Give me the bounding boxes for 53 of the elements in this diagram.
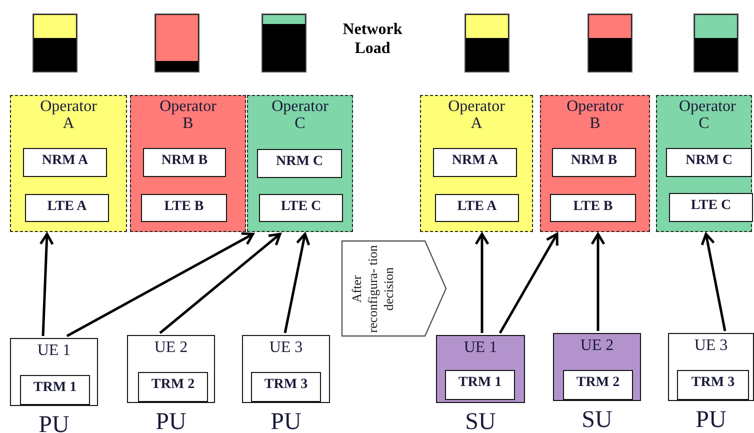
operator-box [130, 95, 246, 232]
operator-box [420, 95, 533, 232]
module-box: LTE B [550, 194, 636, 222]
ue-heading: UE 1 [462, 339, 498, 356]
arrow [159, 232, 282, 334]
user-type-label: PU [270, 410, 302, 433]
decision-text: After reconfigura- tion decision [349, 244, 397, 334]
operator-heading: Operator A [39, 98, 98, 132]
module-box: NRM B [143, 148, 226, 177]
operator-box [247, 95, 353, 232]
module-box: NRM A [23, 148, 107, 177]
ue-heading: UE 2 [579, 337, 615, 354]
network-load-label: Network Load [342, 20, 404, 58]
arrow [700, 232, 726, 332]
ue-heading: UE 2 [153, 339, 189, 356]
operator-heading: Operator C [678, 98, 737, 132]
module-box: TRM 2 [563, 370, 633, 400]
arrow [66, 232, 254, 338]
ue-heading: UE 1 [36, 342, 72, 359]
module-box: TRM 2 [138, 372, 208, 402]
arrow [474, 232, 490, 333]
arrow [498, 232, 558, 334]
module-box: NRM C [666, 148, 752, 177]
user-type-label: PU [694, 408, 728, 432]
arrow [284, 232, 310, 334]
operator-box [10, 95, 127, 232]
operator-heading: Operator C [270, 98, 330, 132]
operator-heading: Operator B [158, 98, 218, 132]
user-type-label: PU [38, 413, 70, 433]
module-box: LTE A [435, 194, 519, 222]
module-box: TRM 1 [445, 370, 515, 400]
operator-box [540, 95, 650, 232]
module-box: LTE B [141, 194, 227, 222]
decision-arrow-shape [341, 240, 447, 337]
ue-heading: UE 3 [268, 339, 304, 356]
user-type-label: SU [464, 410, 497, 433]
module-box: LTE C [259, 194, 343, 222]
operator-heading: Operator B [566, 98, 624, 132]
module-box: NRM B [552, 148, 636, 177]
user-type-label: SU [580, 408, 614, 432]
arrow [590, 232, 606, 331]
operator-heading: Operator A [447, 98, 506, 132]
operator-box [656, 95, 752, 232]
module-box: NRM C [257, 149, 342, 178]
user-type-label: PU [154, 410, 188, 433]
arrow [39, 232, 54, 336]
module-box: LTE A [25, 194, 109, 222]
module-box: TRM 3 [677, 370, 749, 400]
module-box: TRM 3 [251, 372, 321, 402]
ue-heading: UE 3 [693, 337, 729, 354]
module-box: LTE C [669, 193, 753, 222]
module-box: TRM 1 [20, 375, 90, 405]
module-box: NRM A [433, 148, 517, 177]
